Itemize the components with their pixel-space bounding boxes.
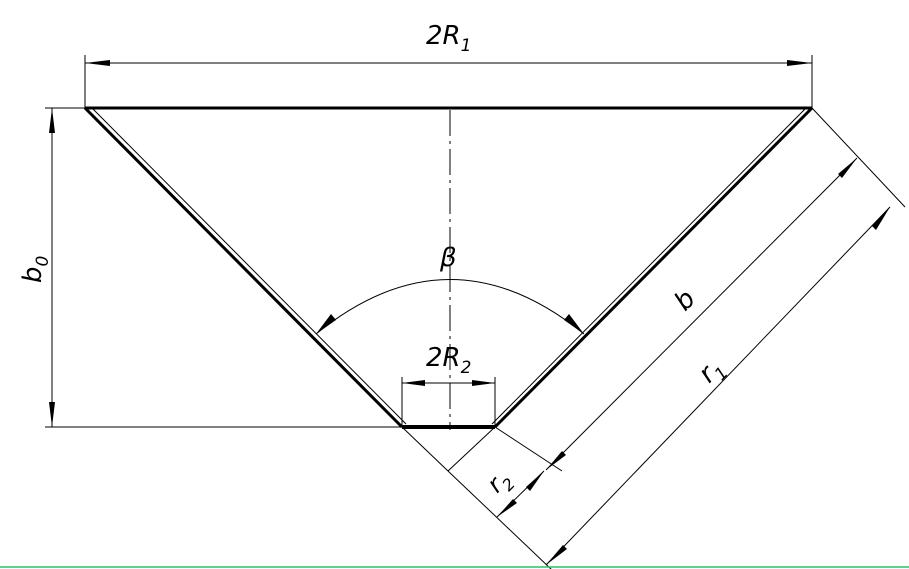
angle-arc <box>315 279 585 335</box>
right-generatrix <box>493 106 814 429</box>
arrow-head <box>787 60 812 66</box>
arrow-head <box>472 380 495 386</box>
label-b: b <box>669 284 702 317</box>
arrow-head <box>546 545 567 565</box>
apex-right <box>447 426 496 472</box>
arrow-head <box>838 158 857 178</box>
dimension-b0: b0 <box>18 107 402 428</box>
cone-outline <box>83 106 814 472</box>
arrow-head <box>526 471 544 491</box>
dimension-line <box>545 157 858 471</box>
arrow-head <box>497 499 517 517</box>
arrow-head <box>402 380 425 386</box>
dimension-beta: β <box>315 243 585 335</box>
left-generatrix-inner <box>91 107 407 425</box>
label-r2: r2 <box>481 464 519 502</box>
dimension-r2: r2 <box>481 464 545 518</box>
extension-line-top <box>811 107 906 208</box>
label-r1: r1 <box>693 353 733 393</box>
label-b0: b0 <box>18 256 53 283</box>
arrow-head <box>546 451 566 470</box>
right-side-extensions <box>447 107 906 569</box>
arrow-head <box>49 402 55 427</box>
arrow-head <box>316 314 336 334</box>
right-generatrix-inner <box>491 107 807 425</box>
label-2r1: 2R1 <box>426 21 471 56</box>
extension-line-bottom <box>494 426 563 472</box>
dimension-line <box>545 206 891 566</box>
arrow-head <box>872 207 890 230</box>
dimension-b: b <box>545 157 858 471</box>
left-generatrix <box>83 106 404 429</box>
dimension-2r2: 2R2 <box>401 343 496 427</box>
dimension-r1: r1 <box>545 206 891 566</box>
label-beta: β <box>439 243 457 273</box>
arrow-head <box>564 314 584 334</box>
extension-line-apex <box>447 470 552 569</box>
arrow-head <box>49 108 55 133</box>
arrow-head <box>85 60 110 66</box>
dimension-2r1: 2R1 <box>84 21 813 108</box>
apex-left <box>401 426 449 472</box>
label-2r2: 2R2 <box>426 343 471 378</box>
